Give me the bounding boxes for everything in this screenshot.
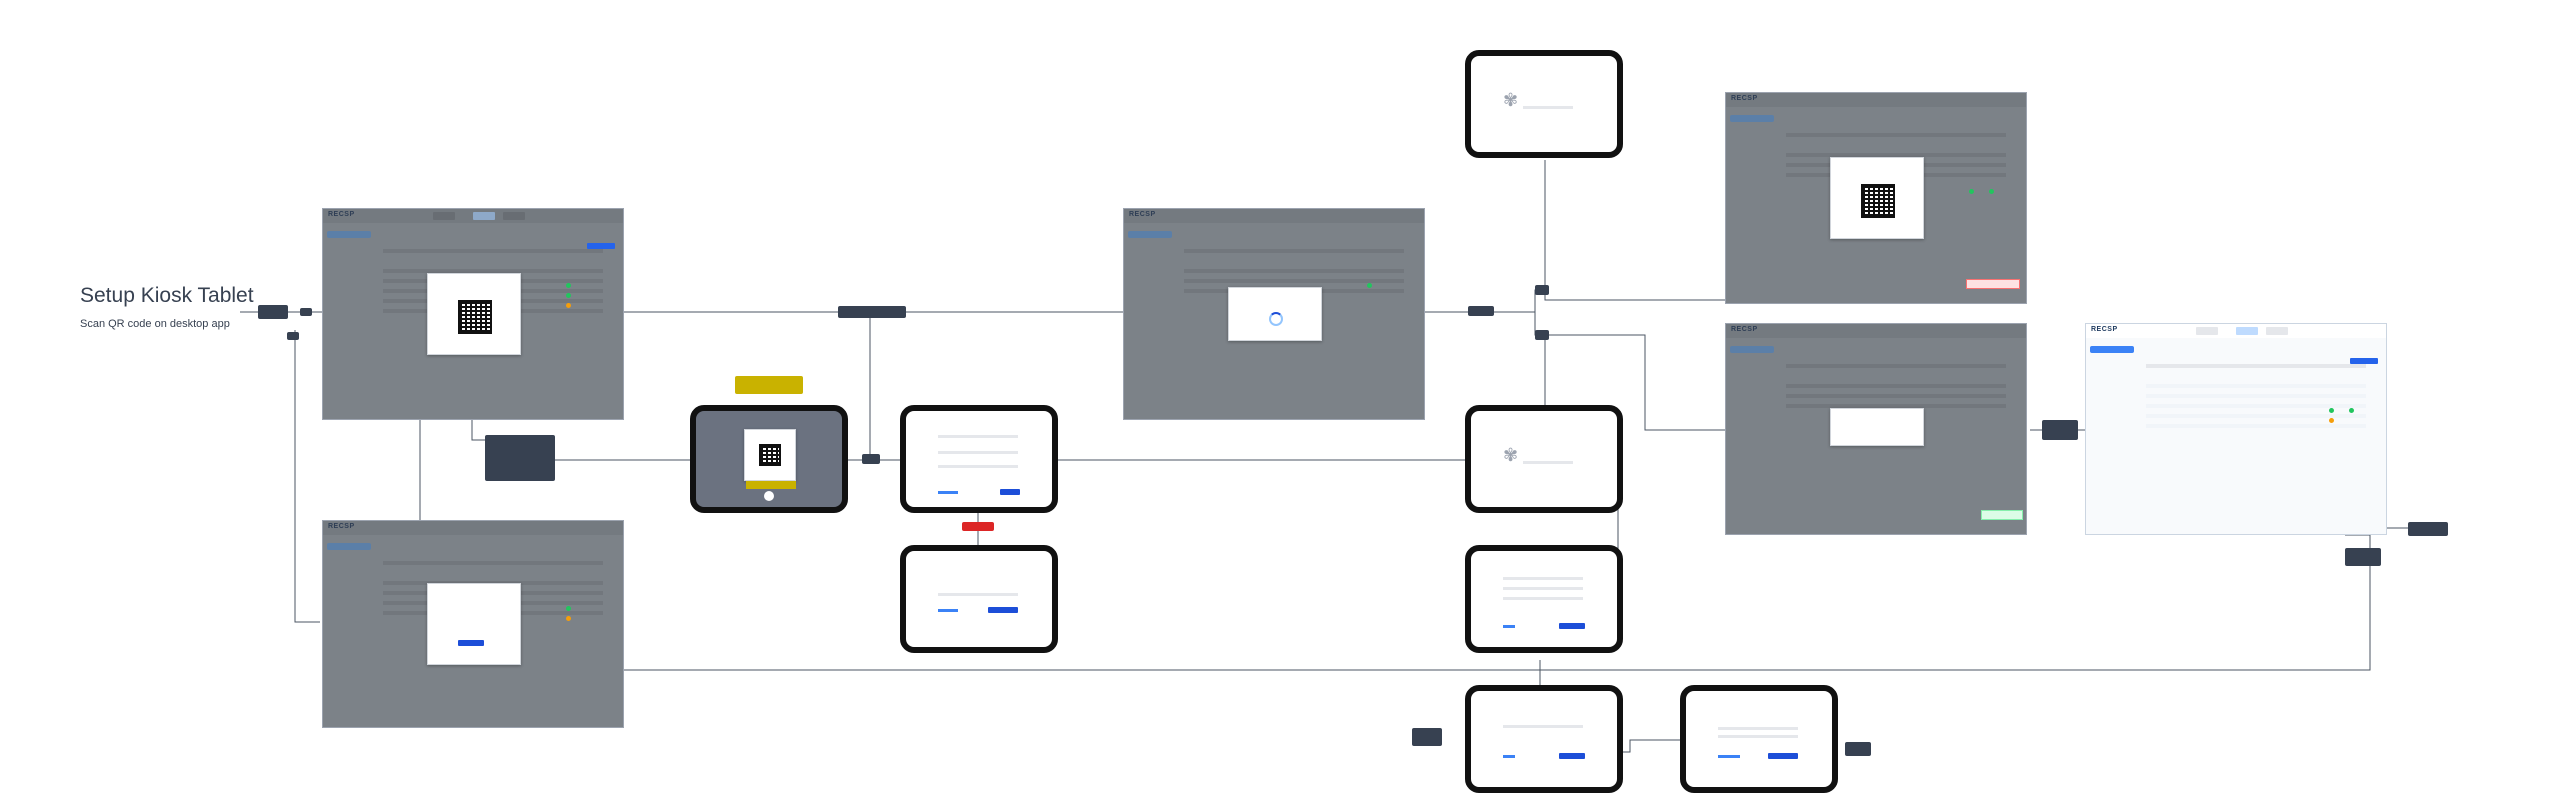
logo-mark-icon: ✾ — [1503, 90, 1519, 110]
success-toast — [1981, 510, 2023, 520]
scan-qr-button[interactable] — [1768, 753, 1798, 759]
desktop-screen-connected: RECSP — [1725, 323, 2027, 535]
diagram-subtitle: Scan QR code on desktop app — [80, 318, 230, 330]
qr-code-icon — [1861, 184, 1895, 218]
logo-mark-icon: ✾ — [1503, 445, 1519, 465]
brand-logo: RECSP — [1731, 95, 1758, 102]
flow-note — [2408, 522, 2448, 536]
flow-junction — [1535, 330, 1549, 340]
connector-lower-left — [294, 330, 320, 623]
desktop-screen-manual-modal: RECSP — [322, 520, 624, 728]
spinner-icon — [1269, 312, 1283, 326]
disconnect-button[interactable] — [1559, 623, 1585, 629]
flow-junction — [1468, 306, 1494, 316]
brand-logo: RECSP — [1731, 326, 1758, 333]
connect-device-manual-modal — [427, 583, 521, 665]
connect-device-modal — [427, 273, 521, 355]
flow-junction — [862, 454, 880, 464]
connect-button[interactable] — [1000, 489, 1020, 495]
error-toast — [1966, 279, 2020, 289]
connector-bottom-loop — [470, 534, 2371, 671]
desktop-screen-final: RECSP — [2085, 323, 2387, 535]
tablet-connection-failed — [900, 545, 1058, 653]
camera-viewfinder — [744, 429, 796, 481]
flow-junction — [1535, 285, 1549, 295]
error-note — [962, 522, 994, 531]
tablet-kiosk-idle: ✾ — [1465, 50, 1623, 158]
brand-logo: RECSP — [2091, 326, 2118, 333]
retry-button[interactable] — [988, 607, 1018, 613]
desktop-screen-connecting: RECSP — [1123, 208, 1425, 420]
flow-description-note — [485, 435, 555, 481]
brand-logo: RECSP — [328, 211, 355, 218]
qr-code-icon — [759, 444, 781, 466]
brand-logo: RECSP — [328, 523, 355, 530]
connecting-modal — [1228, 287, 1322, 341]
tablet-connection-settings — [1465, 545, 1623, 653]
flow-note — [838, 306, 906, 318]
connector-disc-to-connect — [1613, 739, 1680, 753]
flow-note — [1845, 742, 1871, 756]
tablet-connect-external-device — [1680, 685, 1838, 793]
flow-junction — [300, 308, 312, 316]
flow-note — [258, 305, 288, 319]
connect-button[interactable] — [458, 640, 484, 646]
qr-code-icon — [458, 300, 492, 334]
flow-note — [1412, 728, 1442, 746]
flow-note — [2345, 548, 2381, 566]
device-connected-modal — [1830, 408, 1924, 446]
desktop-screen-qr-right: RECSP — [1725, 92, 2027, 304]
flow-note — [2042, 420, 2078, 440]
brand-logo: RECSP — [1129, 211, 1156, 218]
tablet-scan-camera — [690, 405, 848, 513]
confirm-button[interactable] — [1559, 753, 1585, 759]
tablet-connecting-device — [900, 405, 1058, 513]
tablet-kiosk-connected: ✾ — [1465, 405, 1623, 513]
warning-note — [735, 376, 803, 394]
warning-banner — [746, 481, 796, 489]
desktop-screen-qr-modal: RECSP — [322, 208, 624, 420]
diagram-title: Setup Kiosk Tablet — [80, 284, 254, 307]
tablet-disconnecting-device — [1465, 685, 1623, 793]
camera-shutter-icon[interactable] — [764, 491, 774, 501]
flow-junction — [287, 332, 299, 340]
connect-device-modal-right — [1830, 157, 1924, 239]
